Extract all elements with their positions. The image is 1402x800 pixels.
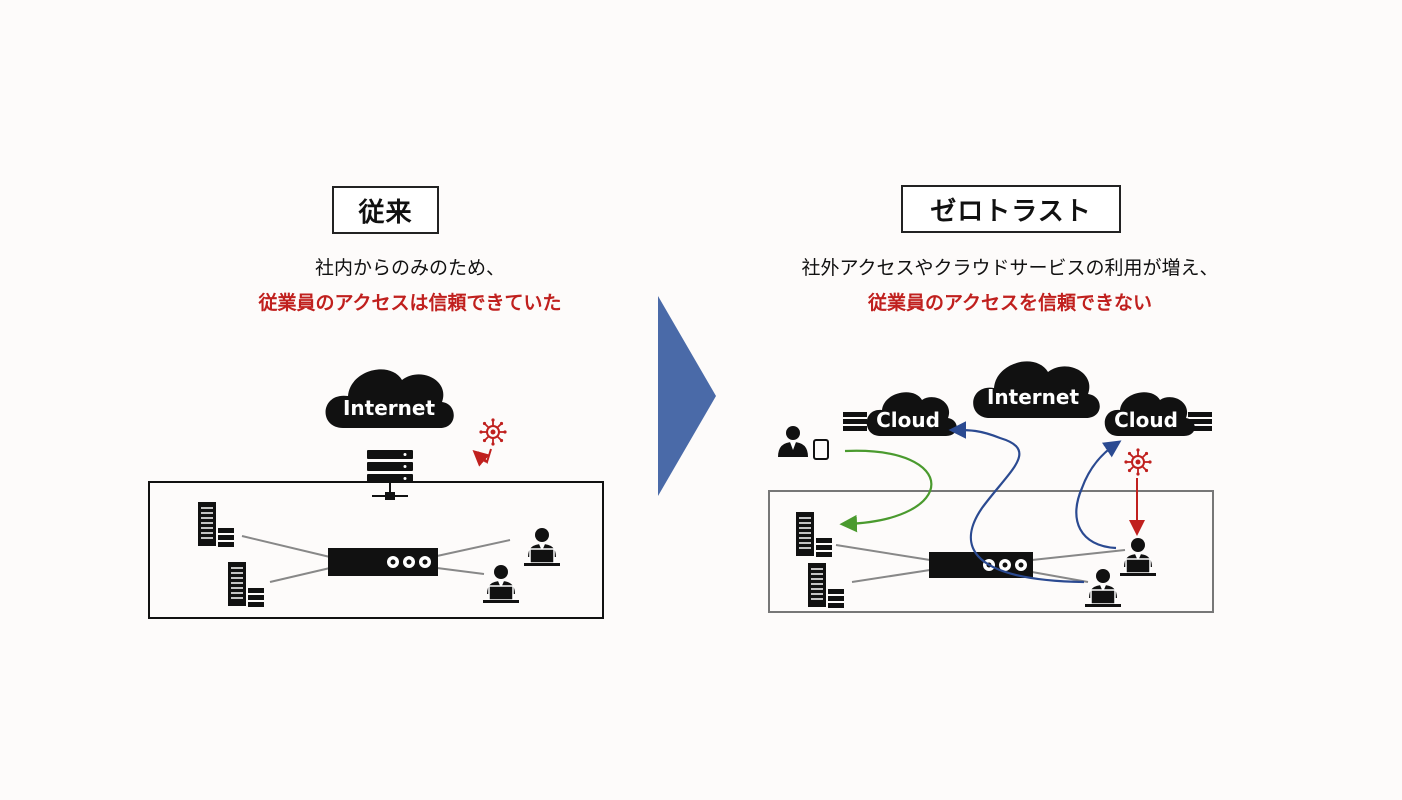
cloud-service-right-label: Cloud [1114, 408, 1178, 432]
left-title: 従来 [332, 186, 439, 234]
network-switch-icon [328, 548, 438, 576]
gateway-server-icon [367, 450, 413, 500]
left-office-boundary [148, 481, 604, 619]
right-title: ゼロトラスト [901, 185, 1121, 233]
internet-cloud-left: Internet [325, 369, 454, 428]
right-office-boundary [768, 490, 1214, 613]
internet-cloud-right: Internet [973, 361, 1100, 418]
cloud-service-left: Cloud [843, 392, 957, 436]
left-caption-line2: 従業員のアクセスは信頼できていた [258, 292, 562, 314]
right-title-text: ゼロトラスト [930, 196, 1092, 227]
employee-pc-icon [523, 527, 561, 567]
left-caption-line1: 社内からのみのため、 [314, 257, 505, 279]
right-caption-line2: 従業員のアクセスを信頼できない [867, 292, 1153, 314]
right-caption-line1: 社外アクセスやクラウドサービスの利用が増え、 [801, 257, 1219, 279]
server-rack-icon [197, 501, 235, 548]
cloud-server-icon [1188, 412, 1212, 431]
network-switch-icon [929, 552, 1033, 578]
employee-pc-icon [482, 564, 520, 604]
cloud-access-path-right [1075, 440, 1122, 550]
left-diagram: Internet [148, 369, 604, 619]
remote-worker-icon [778, 426, 829, 460]
left-title-text: 従来 [358, 197, 413, 228]
employee-pc-icon [1084, 568, 1122, 608]
internet-cloud-left-label: Internet [343, 396, 435, 420]
server-rack-icon [807, 562, 845, 609]
cloud-access-path-left [948, 421, 1085, 584]
server-rack-icon [227, 561, 265, 608]
cloud-service-left-label: Cloud [876, 408, 940, 432]
right-diagram: Internet Cloud Cloud [768, 361, 1214, 613]
employee-pc-icon [1119, 537, 1157, 577]
cloud-service-right: Cloud [1104, 392, 1212, 436]
internet-cloud-right-label: Internet [987, 385, 1079, 409]
transition-arrow [658, 296, 716, 496]
right-connections [835, 544, 1126, 583]
server-rack-icon [795, 511, 833, 558]
left-connections [241, 535, 511, 583]
remote-access-path [839, 449, 933, 533]
cloud-server-icon [843, 412, 867, 431]
virus-icon [478, 417, 508, 447]
virus-icon [1123, 447, 1153, 477]
